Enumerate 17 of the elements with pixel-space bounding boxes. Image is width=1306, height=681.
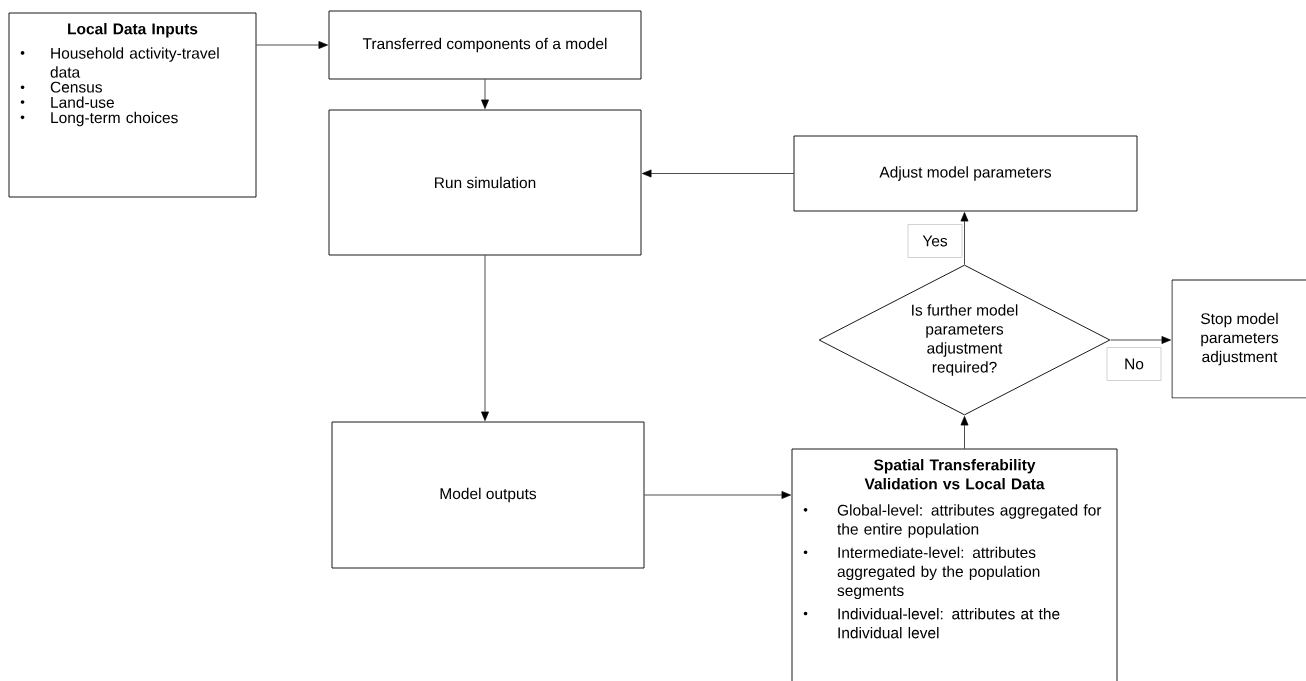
arrow [481, 79, 489, 109]
process-box: Run simulation [328, 109, 642, 256]
edge-label: No [1106, 347, 1162, 381]
data-inputs-box: Local Data Inputs Household activity-travel data Census Land-use Long-term choices [8, 12, 257, 198]
arrow [960, 212, 969, 265]
edge-label: Yes [907, 224, 963, 258]
arrow [481, 255, 489, 421]
validation-box: Spatial Transferability Validation vs Local Data Global-level: attributes aggregated for the entire population Intermediate-level: attributes aggregated by the population segments Individual-level: attributes at the Individual level [791, 448, 1118, 681]
end-box: Stop model parameters adjustment [1171, 279, 1306, 399]
process-box: Model outputs [331, 421, 645, 569]
arrow [960, 416, 969, 449]
arrow [644, 491, 791, 499]
arrow [256, 41, 328, 49]
process-box: Adjust model parameters [793, 135, 1138, 212]
process-box: Transferred components of a model [328, 10, 642, 80]
arrow [642, 169, 794, 178]
arrow [1110, 336, 1171, 344]
